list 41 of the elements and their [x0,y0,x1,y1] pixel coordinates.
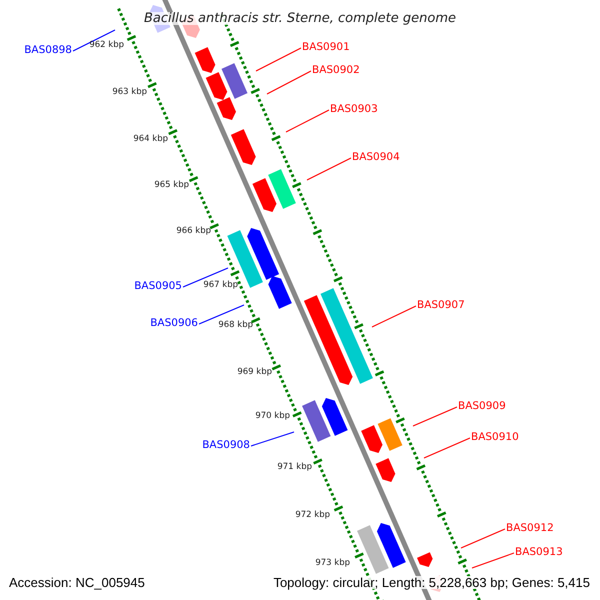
leader-line [72,30,116,52]
leader-line [250,432,294,446]
gene-label: BAS0906 [150,318,198,328]
tick-label: 965 kbp [154,180,189,190]
gene-label: BAS0912 [506,522,554,534]
gene-label: BAS0898 [24,44,72,56]
leader-line [182,268,228,288]
gene-label: BAS0910 [471,432,519,442]
gene-label: BAS0901 [302,42,350,52]
leader-line [424,438,470,458]
gene-label: BAS0909 [458,400,506,412]
leader-line [286,110,330,132]
gene-label: BAS0908 [202,440,250,450]
tick-label: 966 kbp [176,226,211,236]
leader-line [372,306,416,328]
tick-label: 968 kbp [218,320,253,330]
tick-label: 967 kbp [203,280,238,290]
tick-label: 971 kbp [277,462,312,472]
gene-label: BAS0905 [134,280,182,292]
accession-text: Accession: NC_005945 [9,576,145,588]
gene-label: BAS0913 [515,546,563,558]
tick-label: 972 kbp [295,510,330,520]
leader-line [472,552,514,568]
tick-label: 973 kbp [315,558,350,568]
leader-line [306,158,352,180]
tick-label: 963 kbp [112,88,147,96]
tick-label: 970 kbp [255,412,290,420]
leader-line [256,48,302,72]
tick-label: 969 kbp [237,368,272,376]
leader-line [198,304,244,324]
tick-label: 962 kbp [89,40,124,50]
gene-label: BAS0907 [417,300,465,310]
leader-line [266,70,312,94]
gene-label: BAS0902 [312,64,360,76]
genome-stats-text: Topology: circular; Length: 5,228,663 bp; Genes: 5,415 [273,576,590,588]
leader-line [412,406,458,426]
gene-label: BAS0903 [330,104,378,114]
tick-label: 964 kbp [133,134,168,144]
map-title: Bacillus anthracis str. Sterne, complete genome [144,12,456,24]
leader-line [460,528,506,548]
gene-label: BAS0904 [352,152,400,162]
